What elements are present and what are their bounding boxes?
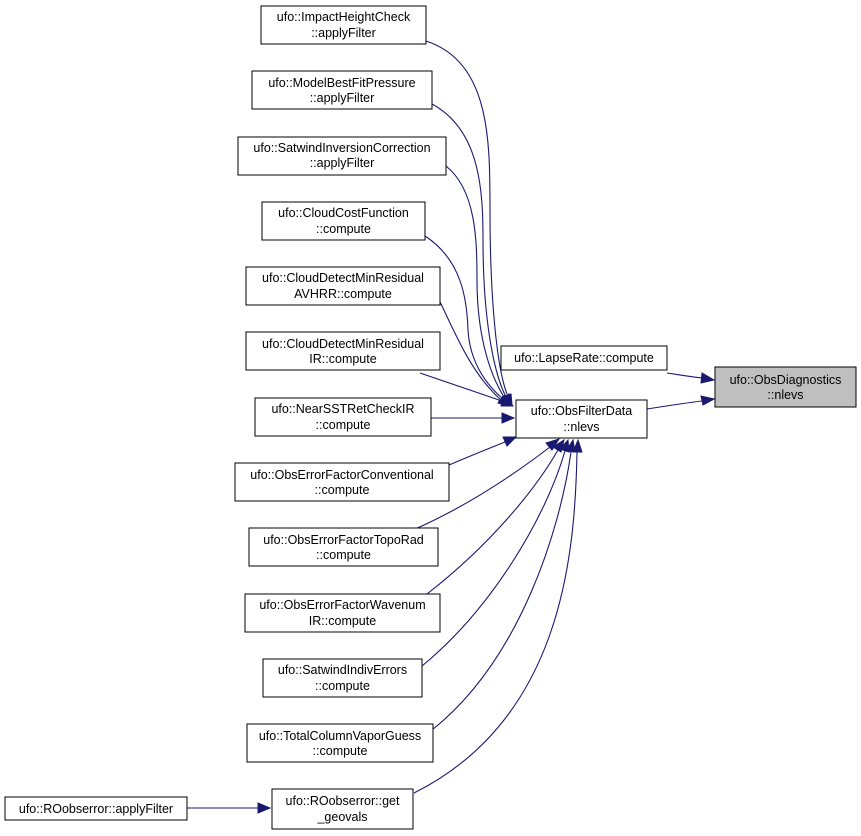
node-label-line1: ufo::CloudDetectMinResidual [262, 337, 424, 351]
node-label: ufo::LapseRate::compute [514, 351, 654, 365]
node-label-line2: ::compute [313, 744, 368, 758]
edge-nearsst-to-obsfilter [431, 412, 516, 424]
edge-obsfilter-to-obsdiag [646, 395, 716, 410]
node-label-line1: ufo::ObsFilterData [531, 404, 632, 418]
node-label-line2: ::nlevs [563, 420, 599, 434]
node-obs-error-factor-wavenum-ir-compute[interactable]: ufo::ObsErrorFactorWavenum IR::compute [244, 593, 441, 633]
node-cloud-cost-function-compute[interactable]: ufo::CloudCostFunction ::compute [261, 201, 426, 241]
nodes: ufo::ImpactHeightCheck ::applyFilter ufo… [4, 5, 857, 830]
node-label-line2: _geovals [316, 810, 367, 824]
node-label-line1: ufo::ImpactHeightCheck [277, 10, 411, 24]
node-label-line2: ::compute [315, 483, 370, 497]
edge-roapply-to-roget [187, 802, 272, 814]
node-satwind-inversion-correction-apply-filter[interactable]: ufo::SatwindInversionCorrection ::applyF… [237, 136, 447, 176]
node-ro-obserror-apply-filter[interactable]: ufo::ROobserror::applyFilter [4, 796, 188, 821]
edge-oefconv-to-obsfilter [448, 436, 518, 466]
node-label-line1: ufo::CloudCostFunction [278, 206, 409, 220]
edge-lapse-to-obsdiag [666, 372, 716, 384]
node-label-line1: ufo::ObsErrorFactorWavenum [259, 598, 425, 612]
node-label-line1: ufo::ModelBestFitPressure [268, 76, 415, 90]
node-label-line2: ::applyFilter [310, 156, 375, 170]
edge-cdmr-ir-to-obsfilter [419, 372, 515, 407]
node-obs-filter-data-nlevs[interactable]: ufo::ObsFilterData ::nlevs [515, 399, 648, 439]
node-lapse-rate-compute[interactable]: ufo::LapseRate::compute [500, 345, 668, 371]
node-label: ufo::ROobserror::applyFilter [19, 802, 173, 816]
node-label-line2: IR::compute [309, 352, 376, 366]
node-label-line2: ::compute [316, 222, 371, 236]
edge-cloudcost-to-obsfilter [424, 235, 510, 406]
node-label-line2: ::nlevs [767, 388, 803, 402]
node-satwind-indiv-errors-compute[interactable]: ufo::SatwindIndivErrors ::compute [262, 658, 423, 698]
node-label-line2: IR::compute [309, 614, 376, 628]
node-label-line2: ::compute [316, 548, 371, 562]
node-label-line2: ::compute [316, 418, 371, 432]
node-model-best-fit-pressure-apply-filter[interactable]: ufo::ModelBestFitPressure ::applyFilter [251, 70, 433, 110]
node-label-line2: ::applyFilter [310, 91, 375, 105]
node-label-line1: ufo::ObsDiagnostics [730, 373, 842, 387]
node-near-sst-ret-check-ir-compute[interactable]: ufo::NearSSTRetCheckIR ::compute [254, 397, 432, 437]
edges [187, 40, 716, 814]
node-obs-error-factor-topo-rad-compute[interactable]: ufo::ObsErrorFactorTopoRad ::compute [248, 527, 439, 567]
node-label-line1: ufo::CloudDetectMinResidual [262, 271, 424, 285]
node-label-line1: ufo::ObsErrorFactorConventional [250, 468, 433, 482]
node-obs-diagnostics-nlevs-focus[interactable]: ufo::ObsDiagnostics ::nlevs [714, 366, 857, 408]
node-impact-height-check-apply-filter[interactable]: ufo::ImpactHeightCheck ::applyFilter [260, 5, 427, 45]
node-total-column-vapor-guess-compute[interactable]: ufo::TotalColumnVaporGuess ::compute [246, 723, 434, 763]
node-label-line2: AVHRR::compute [294, 287, 392, 301]
edge-oeftopo-to-obsfilter [412, 438, 561, 531]
node-label-line1: ufo::ObsErrorFactorTopoRad [263, 533, 424, 547]
node-label-line1: ufo::SatwindInversionCorrection [253, 141, 430, 155]
node-label-line2: ::applyFilter [311, 26, 376, 40]
node-cloud-detect-min-residual-ir-compute[interactable]: ufo::CloudDetectMinResidual IR::compute [245, 331, 441, 371]
node-label-line1: ufo::TotalColumnVaporGuess [259, 729, 421, 743]
node-label-line1: ufo::NearSSTRetCheckIR [271, 402, 414, 416]
edge-tcvg-to-obsfilter [431, 438, 576, 731]
node-label-line1: ufo::ROobserror::get [286, 794, 400, 808]
node-obs-error-factor-conventional-compute[interactable]: ufo::ObsErrorFactorConventional ::comput… [234, 462, 450, 502]
node-cloud-detect-min-residual-avhrr-compute[interactable]: ufo::CloudDetectMinResidual AVHRR::compu… [245, 266, 441, 306]
edge-roget-to-obsfilter [413, 438, 583, 794]
node-ro-obserror-get-geovals[interactable]: ufo::ROobserror::get _geovals [271, 788, 414, 830]
node-label-line2: ::compute [315, 679, 370, 693]
node-label-line1: ufo::SatwindIndivErrors [278, 663, 407, 677]
